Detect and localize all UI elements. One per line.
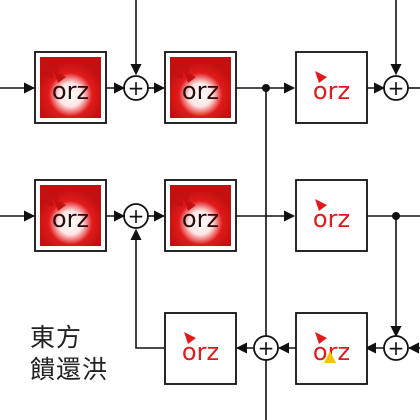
block-b-r1-2: orz: [164, 51, 237, 124]
block-decoration: [43, 188, 52, 197]
block-decoration: [177, 72, 183, 78]
sum-symbol: +: [258, 336, 275, 360]
block-label: orz: [313, 205, 350, 233]
wire-r3-feedback-up: [130, 228, 164, 349]
block-decoration: [47, 200, 53, 206]
junction-dot: [262, 84, 270, 92]
block-decoration: [52, 65, 59, 72]
orz-head-icon: [184, 332, 196, 344]
caption-line-2: 饋還洪: [30, 355, 109, 384]
block-label: orz: [52, 205, 89, 233]
block-frame: [295, 51, 368, 124]
block-label: orz: [182, 205, 219, 233]
junction-dot: [392, 212, 400, 220]
block-decoration: [182, 193, 189, 200]
block-frame: [295, 312, 368, 385]
block-frame: [164, 312, 237, 385]
transfer-blocks: orz orz orz orz orz orz orz orz: [34, 51, 368, 385]
block-label: orz: [182, 338, 219, 366]
sum-symbol: +: [388, 76, 405, 100]
orz-head-icon: [315, 199, 327, 211]
sum-symbol: +: [388, 336, 405, 360]
caption-line-1: 東方: [30, 323, 83, 352]
block-decoration: [43, 60, 52, 69]
orz-head-icon: [315, 332, 327, 344]
sum-node: +: [253, 335, 279, 361]
block-b-r3-2: orz: [295, 312, 368, 385]
block-decoration: [52, 193, 59, 200]
sum-symbol: +: [128, 76, 145, 100]
orz-head-icon: [54, 199, 66, 211]
orz-head-icon: [184, 199, 196, 211]
block-b-r3-1: orz: [164, 312, 237, 385]
block-frame: [295, 179, 368, 252]
block-b-r1-1: orz: [34, 51, 107, 124]
accent-triangle-icon: [324, 351, 336, 363]
block-decoration: [47, 72, 53, 78]
block-b-r2-1: orz: [34, 179, 107, 252]
block-decoration: [182, 65, 189, 72]
block-decoration: [177, 200, 183, 206]
block-label: orz: [52, 77, 89, 105]
orz-head-icon: [184, 71, 196, 83]
block-label: orz: [182, 77, 219, 105]
block-b-r2-3: orz: [295, 179, 368, 252]
block-b-r2-2: orz: [164, 179, 237, 252]
sum-node: +: [383, 335, 409, 361]
block-decoration: [173, 60, 182, 69]
sum-node: +: [123, 75, 149, 101]
summing-junctions: + + + + +: [123, 75, 409, 361]
junction-dots: [262, 84, 400, 220]
orz-head-icon: [54, 71, 66, 83]
sum-node: +: [123, 203, 149, 229]
block-label: orz: [313, 77, 350, 105]
block-decoration: [173, 188, 182, 197]
block-b-r1-3: orz: [295, 51, 368, 124]
sum-symbol: +: [128, 204, 145, 228]
sum-node: +: [383, 75, 409, 101]
orz-head-icon: [315, 71, 327, 83]
